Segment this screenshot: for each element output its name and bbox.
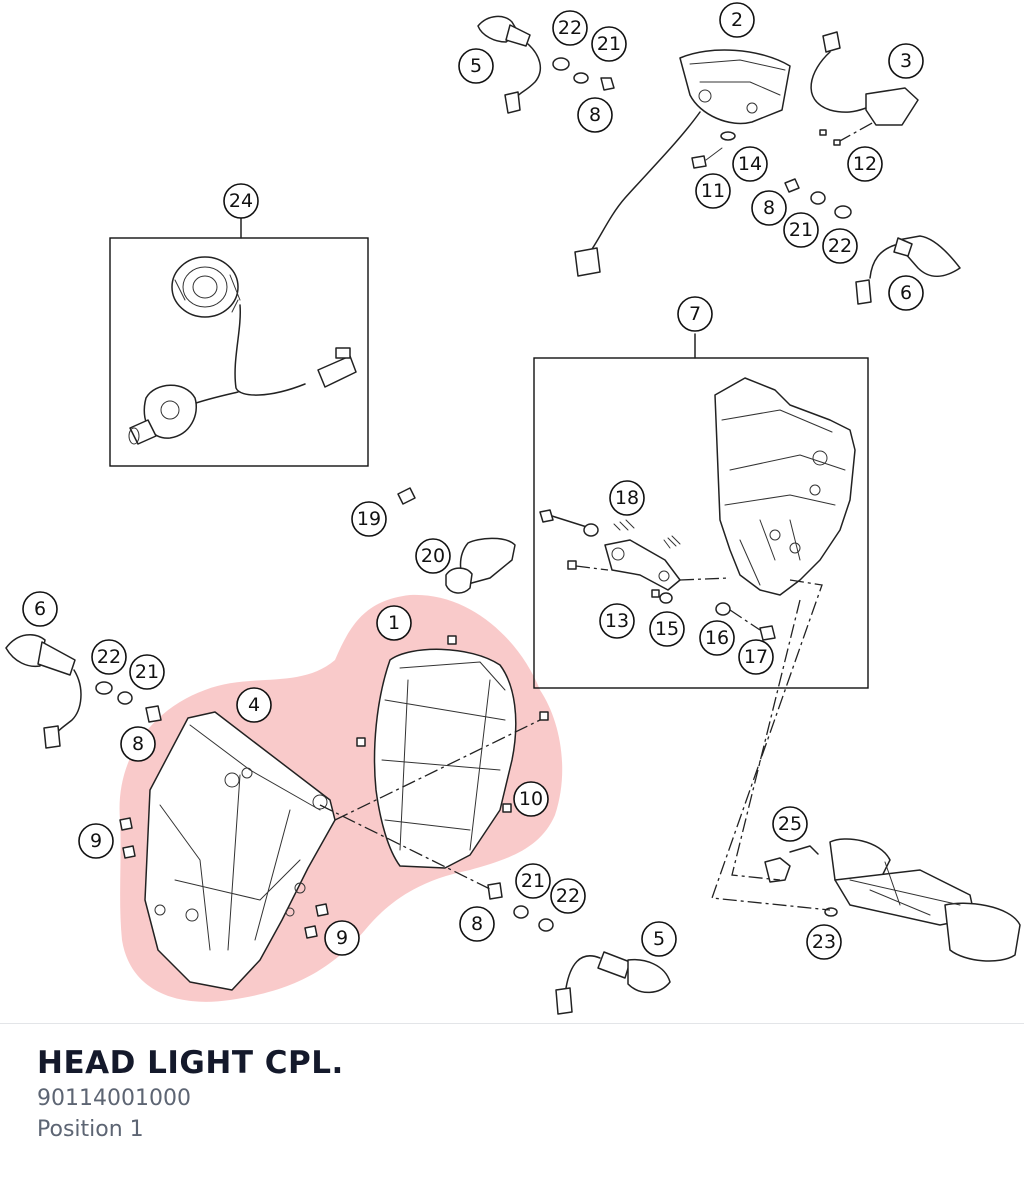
callout-22-left[interactable]: 22 [91,639,127,675]
callout-8-top[interactable]: 8 [577,97,613,133]
callout-13[interactable]: 13 [599,603,635,639]
svg-text:18: 18 [615,487,639,509]
svg-text:22: 22 [556,885,580,907]
headlight-mask[interactable] [119,711,336,991]
callout-6-left[interactable]: 6 [22,591,58,627]
svg-text:23: 23 [812,931,836,953]
license-plate-light [810,31,919,146]
callout-11[interactable]: 11 [695,173,731,209]
svg-text:17: 17 [744,646,768,668]
callout-9-right[interactable]: 9 [324,920,360,956]
callout-15[interactable]: 15 [649,611,685,647]
svg-text:10: 10 [519,788,543,810]
callout-12[interactable]: 12 [847,146,883,182]
callout-7[interactable]: 7 [677,296,713,332]
part-number: 90114001000 [37,1086,191,1111]
callout-21-tail[interactable]: 21 [783,212,819,248]
svg-text:25: 25 [778,813,802,835]
svg-text:21: 21 [135,661,159,683]
callout-18[interactable]: 18 [609,480,645,516]
part-position: Position 1 [37,1117,144,1142]
svg-text:4: 4 [248,694,260,716]
svg-text:20: 20 [421,545,445,567]
svg-text:5: 5 [470,55,482,77]
svg-text:9: 9 [336,927,348,949]
svg-text:8: 8 [132,733,144,755]
callout-8-bottom[interactable]: 8 [459,906,495,942]
svg-text:14: 14 [738,153,762,175]
svg-text:9: 9 [90,830,102,852]
bulb-harness-inset [109,217,369,467]
svg-text:13: 13 [605,610,629,632]
svg-text:21: 21 [597,33,621,55]
svg-text:2: 2 [731,9,743,31]
indicator-front-left-top [477,15,615,114]
svg-text:1: 1 [388,612,400,634]
callout-19[interactable]: 19 [351,501,387,537]
svg-text:8: 8 [589,104,601,126]
part-caption: HEAD LIGHT CPL. 90114001000 Position 1 [37,1043,997,1145]
tail-hardware [784,178,852,219]
callout-4[interactable]: 4 [236,687,272,723]
callout-21-left[interactable]: 21 [129,654,165,690]
svg-text:6: 6 [34,598,46,620]
callout-24[interactable]: 24 [223,183,259,219]
callout-25[interactable]: 25 [772,806,808,842]
headlight-hardware [319,719,554,932]
svg-text:24: 24 [229,190,253,212]
svg-text:15: 15 [655,618,679,640]
indicator-front-left [5,634,162,749]
callout-22-bottom[interactable]: 22 [550,878,586,914]
part-title: HEAD LIGHT CPL. [37,1045,344,1081]
svg-text:5: 5 [653,928,665,950]
svg-text:7: 7 [689,303,701,325]
svg-text:8: 8 [763,197,775,219]
svg-text:22: 22 [828,235,852,257]
svg-text:11: 11 [701,180,725,202]
svg-text:21: 21 [789,219,813,241]
exploded-parts-diagram: 1 2 3 4 5 5 6 6 7 8 8 8 8 9 9 10 11 12 1… [5,2,1021,1015]
callout-21-top[interactable]: 21 [591,26,627,62]
bulbs [397,487,516,594]
callout-14[interactable]: 14 [732,146,768,182]
callout-8-left[interactable]: 8 [120,726,156,762]
callout-22-top[interactable]: 22 [552,10,588,46]
callout-3[interactable]: 3 [888,43,924,79]
svg-text:22: 22 [558,17,582,39]
indicator-rear-right [855,235,961,305]
callout-5-bottom[interactable]: 5 [641,921,677,957]
callout-16[interactable]: 16 [699,620,735,656]
callout-23[interactable]: 23 [806,924,842,960]
callout-1[interactable]: 1 [376,605,412,641]
headlight-unit[interactable] [356,635,549,869]
callout-8-tail[interactable]: 8 [751,190,787,226]
callout-20[interactable]: 20 [415,538,451,574]
callout-22-tail[interactable]: 22 [822,228,858,264]
svg-text:21: 21 [521,870,545,892]
callout-5-top[interactable]: 5 [458,48,494,84]
indicator-rear-left [555,951,671,1015]
callout-6-right[interactable]: 6 [888,275,924,311]
svg-text:3: 3 [900,50,912,72]
tail-light [574,49,791,277]
headlight-bracket-inset [533,333,869,689]
callout-2[interactable]: 2 [719,2,755,38]
svg-text:16: 16 [705,627,729,649]
callout-21-bottom[interactable]: 21 [515,863,551,899]
svg-text:8: 8 [471,913,483,935]
caption-divider [0,1023,1024,1024]
svg-text:12: 12 [853,153,877,175]
callout-10[interactable]: 10 [513,781,549,817]
svg-text:19: 19 [357,508,381,530]
callout-17[interactable]: 17 [738,639,774,675]
svg-text:6: 6 [900,282,912,304]
steering-damper-mount [764,838,1021,962]
callout-9-left[interactable]: 9 [78,823,114,859]
svg-text:22: 22 [97,646,121,668]
